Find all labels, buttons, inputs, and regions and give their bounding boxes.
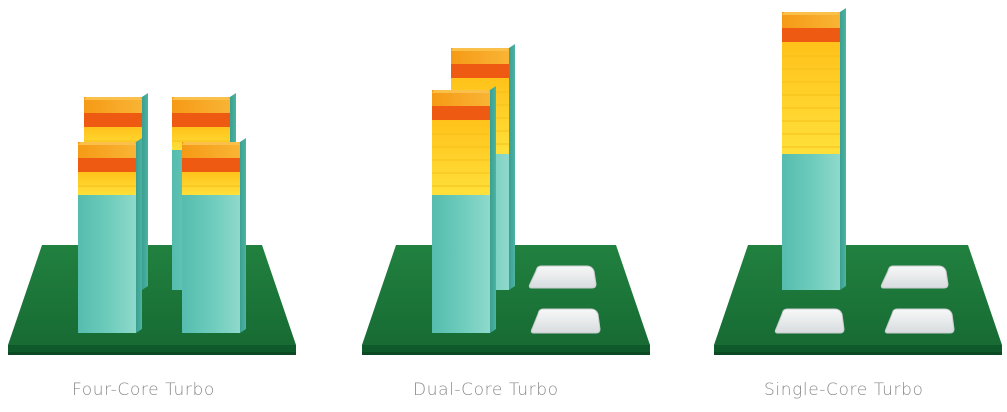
idle-core-pad [884, 308, 955, 334]
idle-core-pad [530, 308, 601, 334]
core-column [182, 138, 246, 333]
board-single-core [714, 245, 1002, 355]
caption-dual-core: Dual-Core Turbo [413, 380, 559, 400]
core-column [782, 8, 846, 290]
board-four-core [8, 245, 296, 355]
idle-core-pad [880, 265, 949, 289]
core-column [432, 86, 496, 333]
idle-core-pad [528, 265, 597, 289]
core-column [78, 138, 142, 333]
caption-four-core: Four-Core Turbo [72, 380, 215, 400]
idle-core-pad [774, 308, 845, 334]
caption-single-core: Single-Core Turbo [764, 380, 924, 400]
